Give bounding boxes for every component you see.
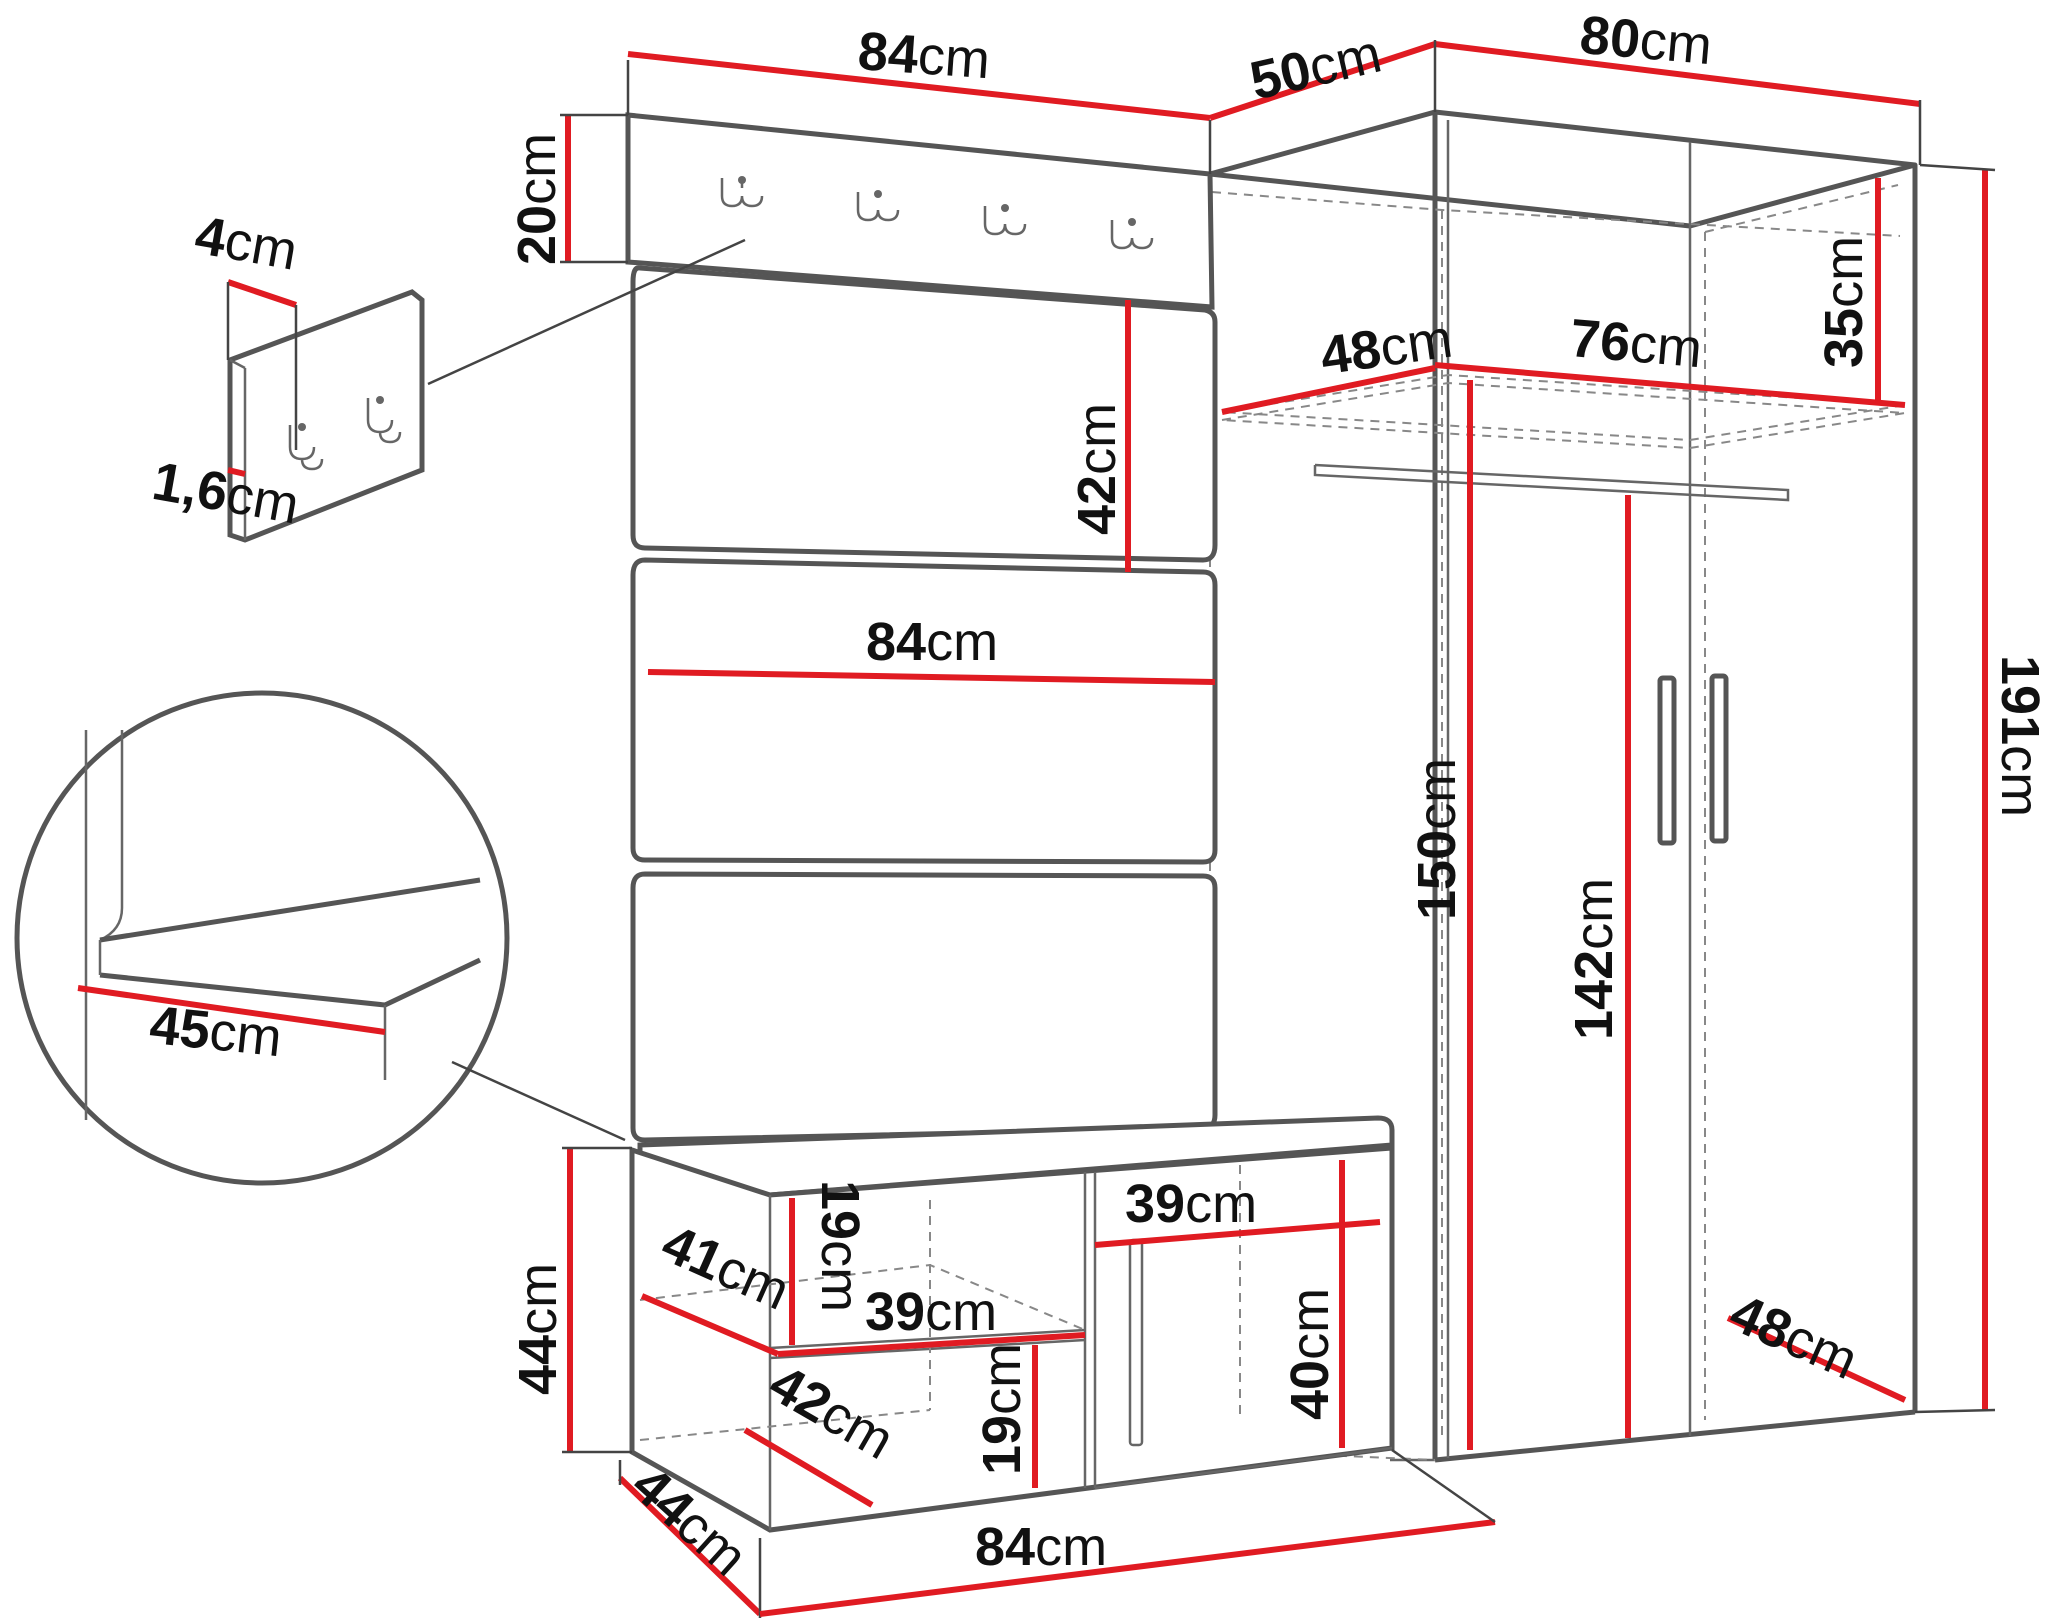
magnifier-circle-icon [14,690,626,1186]
label-door-height: 142cm [1564,878,1624,1040]
hook-rail [625,112,1215,310]
label-panel-height: 42cm [1067,403,1127,535]
label-seat-depth: 45cm [147,995,285,1068]
label-top-compartment-height: 35cm [1814,236,1874,368]
label-total-height: 191cm [1990,655,2048,817]
wall-panels [630,265,1218,1143]
dimension-labels: 84cm 50cm 80cm 20cm 4cm 1,6cm 42cm 84cm … [147,5,2048,1588]
door-handle-icon [1657,675,1677,846]
label-shelf-depth: 48cm [1317,309,1456,387]
label-hook-board-depth: 4cm [191,205,302,282]
coat-hook-icon [983,204,1027,236]
label-coat-top-width: 84cm [856,21,992,90]
dimension-lines [77,40,1996,1618]
label-lower-gap: 19cm [972,1343,1032,1475]
label-wardrobe-width: 80cm [1578,5,1715,76]
coat-hook-icon [366,396,402,444]
hook-board-detail [227,238,746,543]
door-handle-icon [1709,673,1729,844]
label-hook-board-thickness: 1,6cm [148,451,303,536]
label-bench-width: 84cm [975,1517,1107,1577]
label-wardrobe-inner-height: 150cm [1407,758,1467,920]
coat-hook-icon [288,423,324,471]
label-drawer-width: 39cm [1125,1174,1257,1234]
label-panel-width: 84cm [866,612,998,672]
label-bench-height: 44cm [508,1263,568,1395]
label-shelf-top-width: 39cm [865,1282,997,1342]
coat-hook-icon [720,176,764,208]
label-cabinet-height: 40cm [1280,1288,1340,1420]
label-rail-width: 76cm [1568,308,1705,379]
coat-hook-icon [856,190,900,222]
label-upper-gap: 19cm [810,1180,870,1312]
label-corner-width: 50cm [1245,23,1387,111]
wardrobe [1207,109,1918,1463]
coat-hook-icon [1110,218,1154,250]
label-hook-rail-height: 20cm [507,133,567,265]
label-wardrobe-depth: 48cm [1721,1283,1866,1392]
